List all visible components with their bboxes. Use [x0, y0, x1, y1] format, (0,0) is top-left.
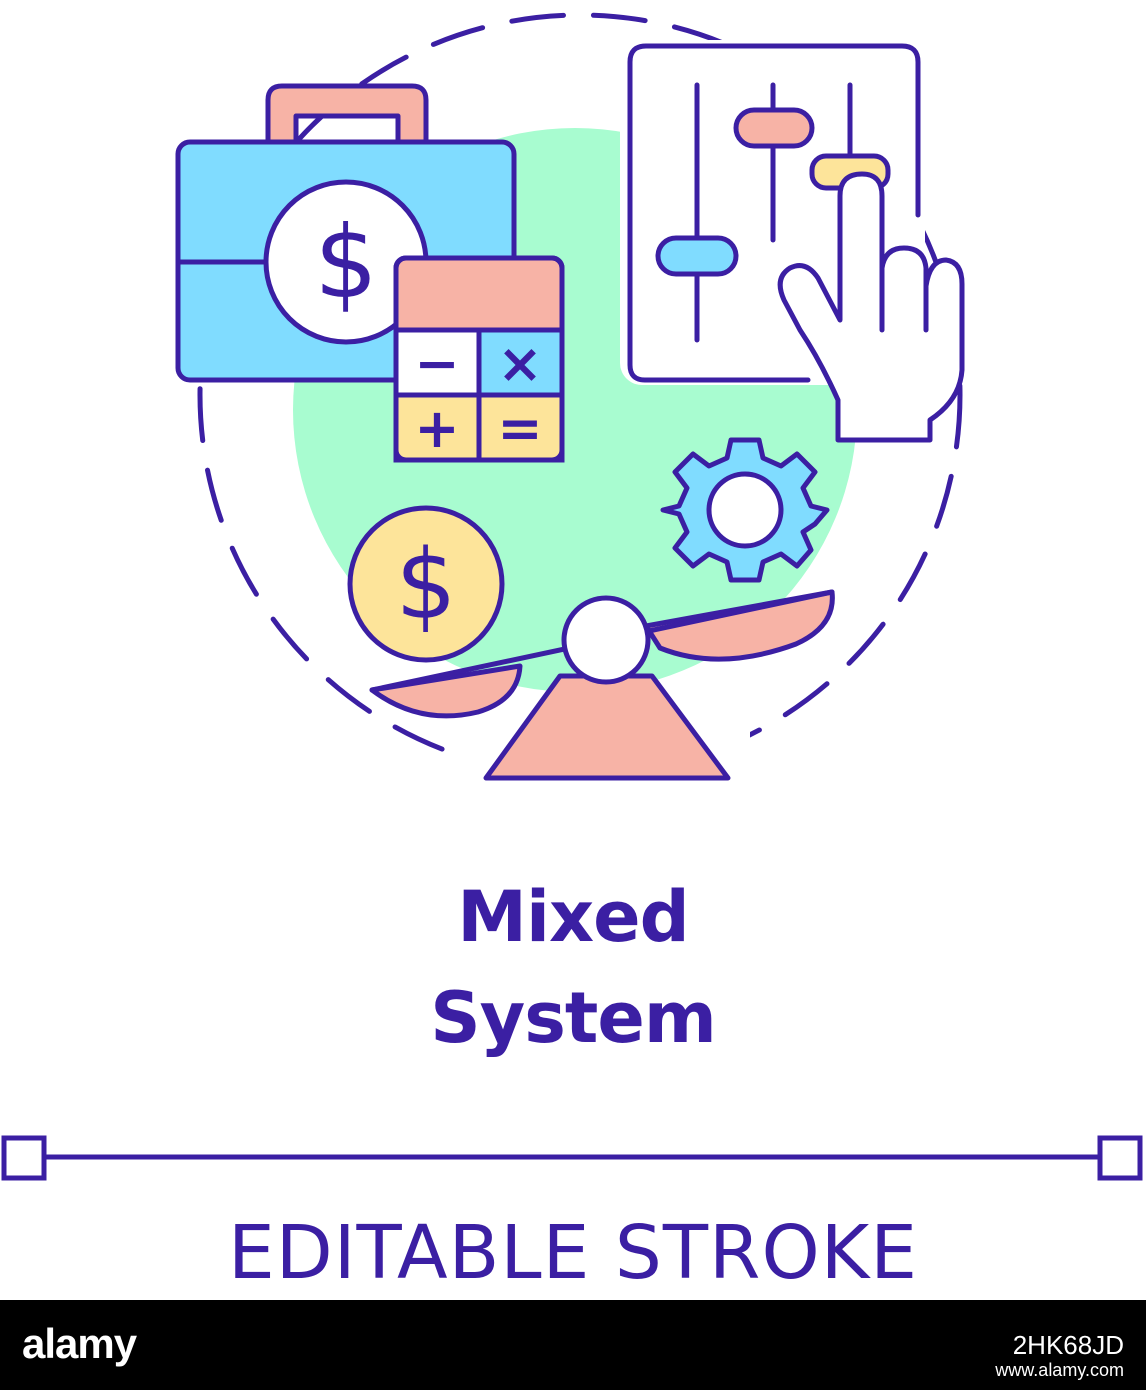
pointing-hand-icon: [777, 171, 965, 443]
balance-seesaw-icon: [369, 589, 835, 781]
briefcase-dollar-sign: $: [314, 204, 378, 321]
calc-minus-key: −: [414, 332, 459, 395]
dollar-coin-icon: $: [347, 505, 505, 663]
editable-stroke-line: [1, 1135, 1143, 1181]
mixed-system-illustration: $ − × + =: [175, 12, 965, 781]
editable-stroke-label: EDITABLE STROKE: [227, 1210, 919, 1296]
gear-icon: [660, 437, 830, 583]
title-line-2: System: [430, 977, 717, 1059]
calc-times-key: ×: [497, 332, 542, 395]
brand-url[interactable]: www.alamy.com: [995, 1360, 1124, 1380]
footer-bar: alamy 2HK68JD www.alamy.com: [0, 1300, 1146, 1390]
title-line-1: Mixed: [457, 876, 689, 958]
calc-plus-key: +: [414, 397, 459, 460]
brand-logo[interactable]: alamy: [22, 1320, 137, 1367]
calc-equals-key: =: [497, 397, 542, 460]
stroke-handle-left[interactable]: [1, 1135, 47, 1181]
calculator-icon: − × + =: [393, 255, 565, 463]
coin-dollar-sign: $: [395, 529, 456, 641]
stroke-handle-right[interactable]: [1097, 1135, 1143, 1181]
image-id: 2HK68JD: [1012, 1330, 1124, 1360]
